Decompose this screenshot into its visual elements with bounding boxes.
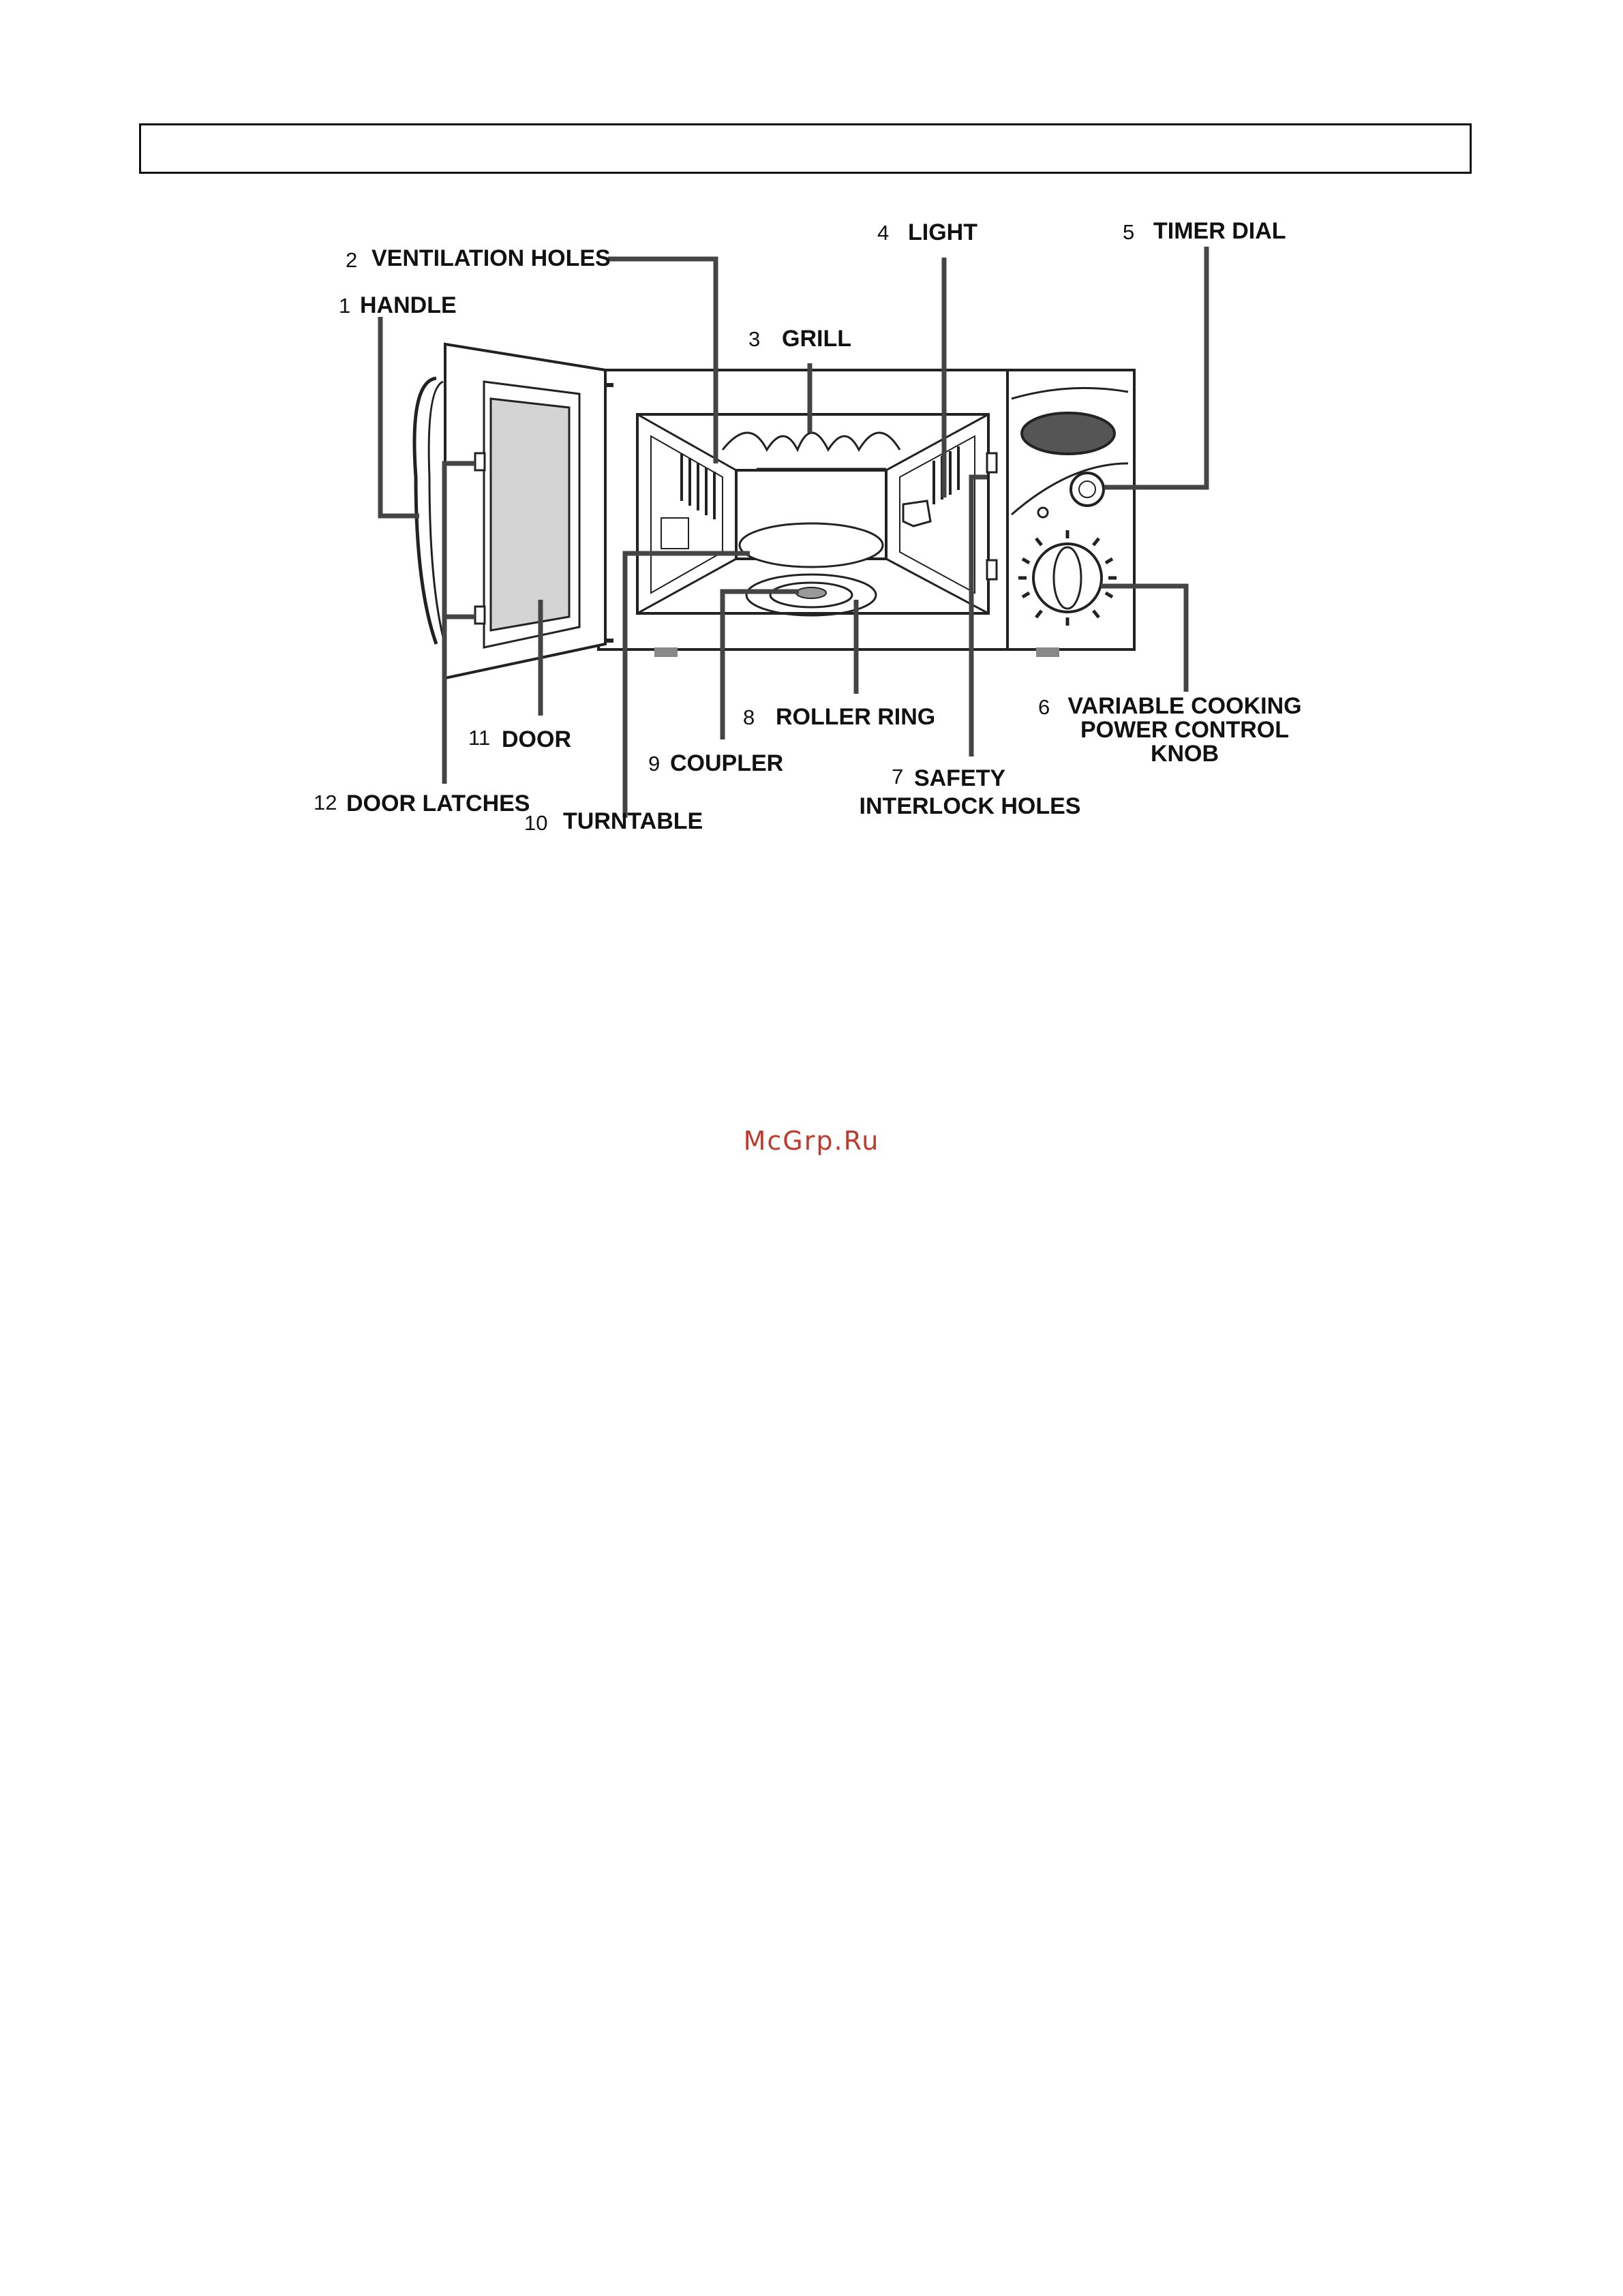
label-8: ROLLER RING [776, 704, 935, 730]
label-6-num: 6 [1038, 695, 1050, 719]
label-6-line3: KNOB [1151, 741, 1219, 767]
label-6-line1: VARIABLE COOKING [1067, 693, 1301, 719]
label-7-line1: SAFETY [914, 765, 1005, 791]
label-9: COUPLER [670, 750, 783, 776]
label-3-num: 3 [748, 327, 760, 351]
watermark: McGrp.Ru [0, 1126, 1623, 1156]
label-1: HANDLE [360, 292, 457, 318]
label-11-num: 11 [468, 726, 490, 750]
label-12-num: 12 [314, 791, 337, 814]
label-5-num: 5 [1123, 220, 1134, 244]
timer-dial [1071, 473, 1104, 506]
label-10: TURNTABLE [563, 808, 703, 834]
label-4-num: 4 [877, 221, 889, 245]
label-7-line2: INTERLOCK HOLES [860, 793, 1081, 819]
display-window [1022, 413, 1114, 454]
label-9-num: 9 [648, 752, 660, 776]
label-12: DOOR LATCHES [346, 791, 530, 816]
label-2: VENTILATION HOLES [371, 245, 611, 271]
label-5: TIMER DIAL [1153, 218, 1286, 244]
label-1-num: 1 [339, 294, 350, 318]
coupler [796, 587, 826, 598]
label-4: LIGHT [908, 219, 977, 245]
label-3: GRILL [782, 326, 851, 352]
handle [414, 378, 436, 644]
label-8-num: 8 [743, 705, 755, 729]
door-window [491, 399, 569, 630]
label-2-num: 2 [346, 248, 357, 272]
leader-handle [380, 317, 419, 516]
door-latch-lower [475, 607, 485, 624]
turntable [740, 523, 883, 567]
label-11: DOOR [502, 726, 571, 752]
label-7-num: 7 [892, 765, 903, 789]
door-latch-upper [475, 453, 485, 470]
label-6-line2: POWER CONTROL [1080, 717, 1289, 743]
microwave-illustration [414, 344, 1134, 678]
